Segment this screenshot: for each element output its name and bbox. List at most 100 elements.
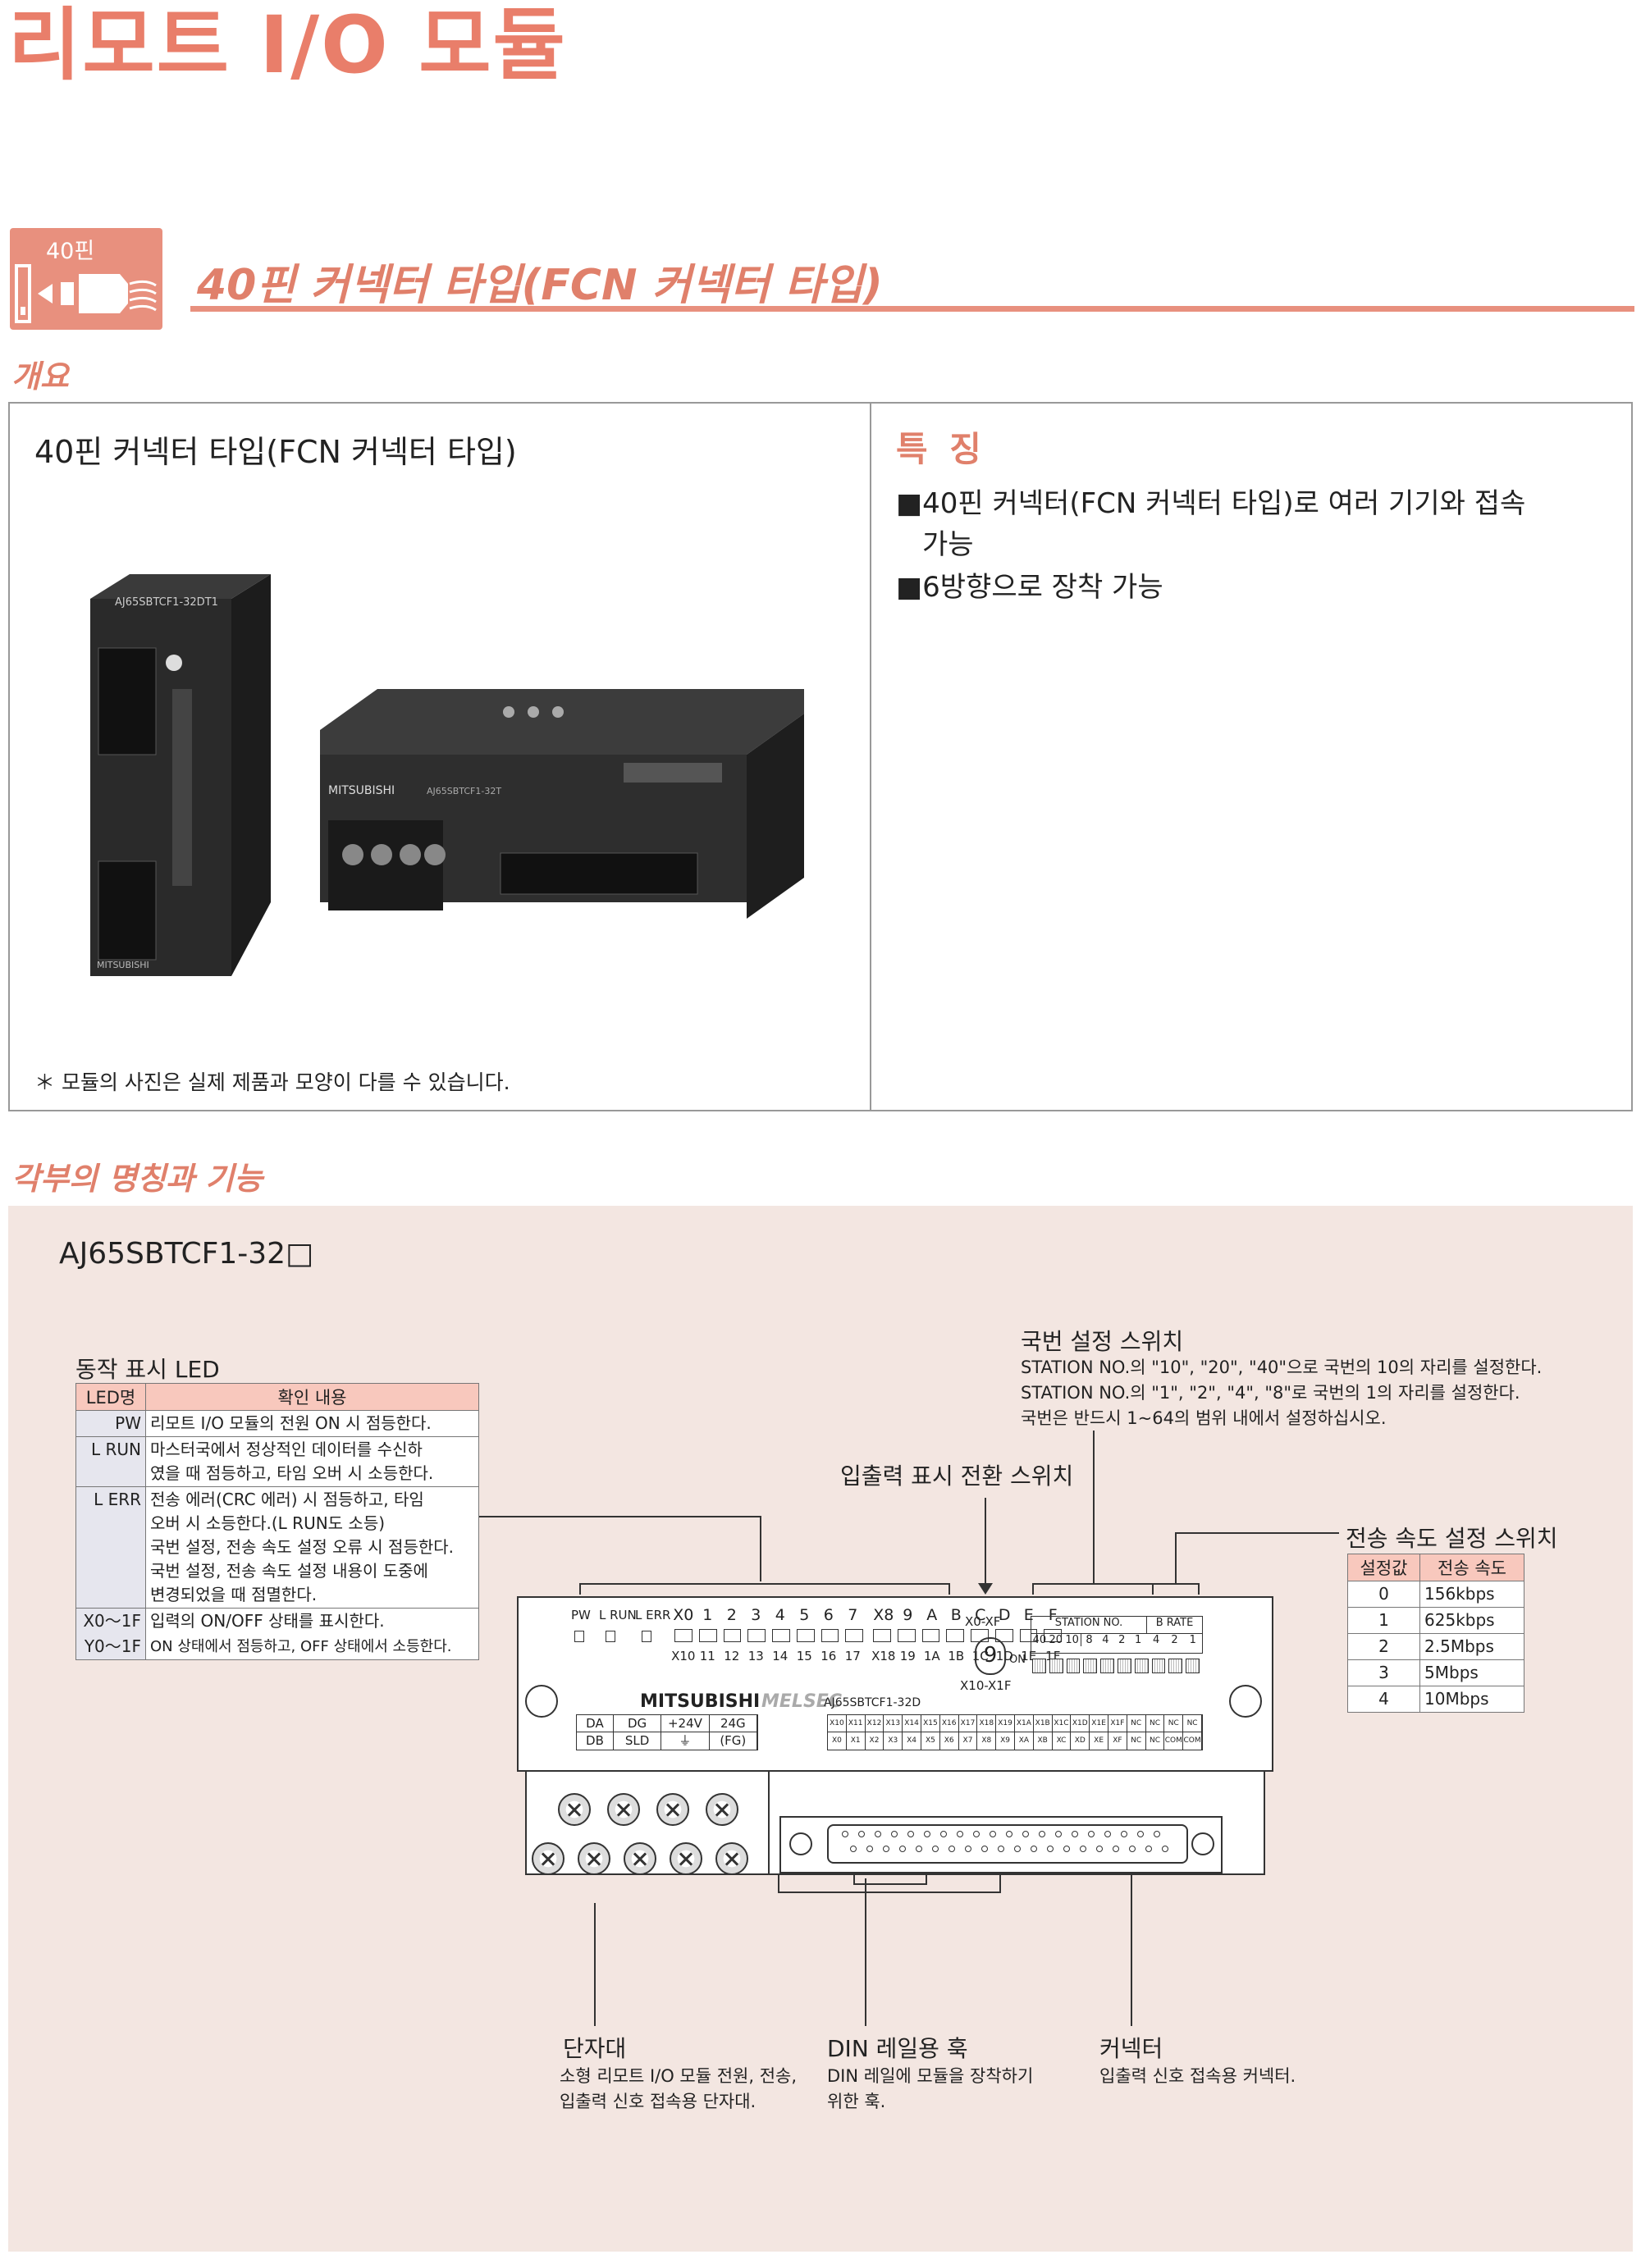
leader-line (479, 1516, 760, 1517)
leader-line (1154, 1583, 1200, 1585)
dip-switch-lever[interactable] (1049, 1659, 1063, 1673)
x-led-label: X8 (873, 1606, 894, 1624)
x-led-indicator (772, 1629, 790, 1642)
led-indicator (574, 1631, 584, 1642)
pin-label: X1E (1090, 1715, 1108, 1732)
leader-line (985, 1498, 986, 1588)
speed-value: 0 (1346, 1581, 1421, 1608)
dip-switch-lever[interactable] (1186, 1659, 1200, 1673)
terminal-screw-icon (715, 1842, 748, 1875)
x-led-indicator (1019, 1629, 1038, 1642)
leader-line (579, 1583, 581, 1595)
connector-pin (973, 1831, 980, 1837)
speed-value: 1 (1346, 1607, 1421, 1634)
station-switch-title: 국번 설정 스위치 (1021, 1328, 1184, 1355)
on-label: ON (1009, 1654, 1026, 1666)
pin-label: X15 (921, 1715, 940, 1732)
table-row: L ERR 전송 에러(CRC 에러) 시 점등하고, 타임 오버 시 소등한다… (75, 1486, 479, 1609)
connector-pin (1154, 1831, 1160, 1837)
pin-label: XB (1034, 1732, 1053, 1750)
pin-label: XE (1090, 1732, 1108, 1750)
station-no-label: STATION NO. (1031, 1617, 1147, 1634)
station-switch-desc: STATION NO.의 "10", "20", "40"으로 국번의 10의 … (1021, 1355, 1542, 1431)
pin-label: X1B (1033, 1715, 1053, 1732)
pin-label: X1F (1108, 1715, 1127, 1732)
pin-label: X11 (846, 1715, 866, 1732)
unit2-model-text: AJ65SBTCF1-32T (427, 786, 501, 796)
terminal-title: 단자대 (563, 2035, 627, 2062)
x-led-indicator (873, 1629, 891, 1642)
connector-pin (1063, 1846, 1070, 1852)
fcn-connector (779, 1816, 1223, 1873)
led-desc: 국번 설정, 전송 속도 설정 오류 시 점등한다. (150, 1537, 455, 1557)
connector-badge: 40핀 (10, 228, 162, 330)
functions-heading: 각부의 명칭과 기능 (11, 1161, 263, 1197)
x-led-label: 6 (823, 1606, 834, 1624)
leader-line (1093, 1431, 1095, 1583)
din-hook-desc: DIN 레일에 모듈을 장착하기 위한 훅. (827, 2064, 1033, 2115)
leader-line (760, 1516, 761, 1581)
x-led-label: 15 (796, 1649, 812, 1663)
terminal-label: ⏚ (661, 1732, 710, 1750)
io-display-switch[interactable]: 9 (975, 1637, 1006, 1675)
dip-switch-lever[interactable] (1032, 1659, 1046, 1673)
pin-label: X10 (828, 1715, 847, 1732)
connector-pin (1014, 1846, 1021, 1852)
table-row: L RUN 마스터국에서 정상적인 데이터를 수신하 였을 때 점등하고, 타임… (75, 1436, 479, 1487)
overview-divider (870, 402, 871, 1111)
dip-switch-lever[interactable] (1117, 1659, 1131, 1673)
connector-pin (965, 1846, 971, 1852)
connector-pin (916, 1846, 922, 1852)
speed-rate: 2.5Mbps (1419, 1633, 1524, 1660)
dip-switch-lever[interactable] (1083, 1659, 1098, 1673)
connector-pin (990, 1831, 996, 1837)
led-desc: 였을 때 점등하고, 타임 오버 시 소등한다. (150, 1463, 434, 1483)
terminal-label: +24V (661, 1715, 710, 1732)
connector-pin (940, 1831, 947, 1837)
table-row: Y0～1F ON 상태에서 점등하고, OFF 상태에서 소등한다. (75, 1634, 479, 1660)
terminal-label: (FG) (710, 1732, 757, 1750)
table-row: X0～1F 입력의 ON/OFF 상태를 표시한다. (75, 1608, 479, 1634)
connector-pins (827, 1824, 1188, 1864)
terminal-label: SLD (614, 1732, 662, 1750)
led-name: L ERR (75, 1486, 146, 1609)
station-desc-line: 국번은 반드시 1~64의 범위 내에서 설정하십시오. (1021, 1408, 1387, 1428)
connector-screw (789, 1832, 812, 1855)
speed-switch-title: 전송 속도 설정 스위치 (1346, 1525, 1558, 1552)
connector-pin (1080, 1846, 1086, 1852)
dip-switch-lever[interactable] (1066, 1659, 1081, 1673)
connector-screw (1191, 1832, 1214, 1855)
connector-pin (1055, 1831, 1062, 1837)
x-led-indicator (946, 1629, 964, 1642)
dip-switch-lever[interactable] (1100, 1659, 1114, 1673)
terminal-screw-icon (706, 1793, 738, 1826)
product-photo: AJ65SBTCF1-32DT1 MITSUBISHI MITSUBISHI A… (90, 574, 804, 976)
x-led-label: X10 (671, 1649, 696, 1663)
connector-pin (1121, 1831, 1127, 1837)
terminal-desc-line: 입출력 신호 접속용 단자대. (560, 2092, 757, 2111)
table-row: PW 리모트 I/O 모듈의 전원 ON 시 점등한다. (75, 1410, 479, 1437)
terminal-label: DG (613, 1715, 662, 1732)
connector-desc: 입출력 신호 접속용 커넥터. (1099, 2064, 1296, 2089)
x-led-label: X18 (871, 1649, 896, 1663)
dip-switch-lever[interactable] (1168, 1659, 1183, 1673)
speed-header-rate: 전송 속도 (1419, 1554, 1524, 1581)
model-name: AJ65SBTCF1-32□ (59, 1237, 314, 1271)
led-name: X0～1F (75, 1608, 146, 1634)
pin-label: NC (1145, 1715, 1165, 1732)
led-indicator (606, 1631, 615, 1642)
connector-pin (850, 1846, 857, 1852)
pin-label: X12 (865, 1715, 884, 1732)
brate-bit-label: 2 (1171, 1634, 1178, 1646)
terminal-desc-line: 소형 리모트 I/O 모듈 전원, 전송, (560, 2066, 798, 2086)
led-desc: 마스터국에서 정상적인 데이터를 수신하 (150, 1440, 423, 1459)
pin-label: X5 (921, 1732, 940, 1750)
dip-switch-lever[interactable] (1151, 1659, 1166, 1673)
connector-pin (1096, 1846, 1103, 1852)
dip-switch-lever[interactable] (1134, 1659, 1149, 1673)
pin-label: X8 (977, 1732, 997, 1750)
